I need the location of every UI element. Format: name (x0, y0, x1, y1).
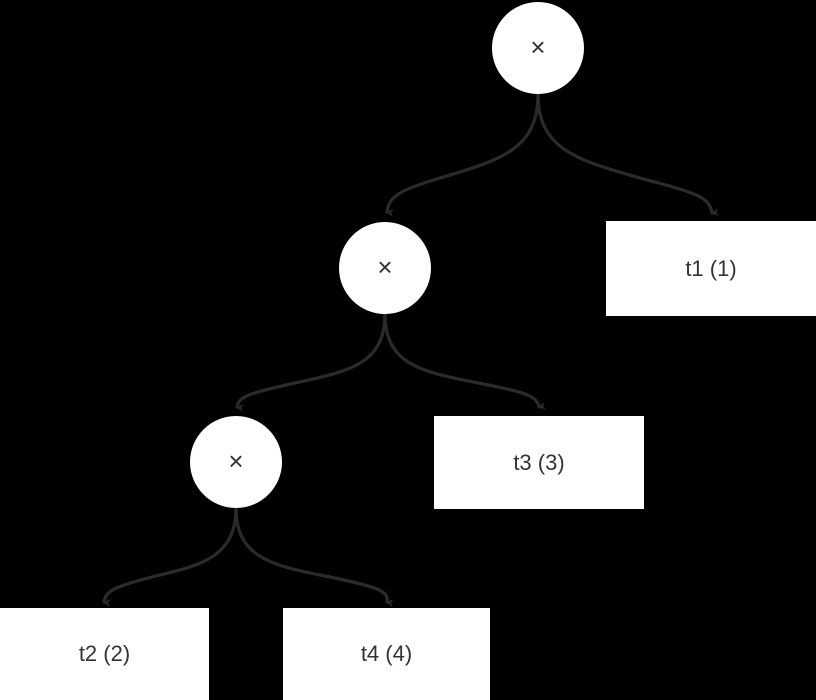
edge-level3-to-t2 (102, 506, 238, 607)
node-leaf-t2[interactable]: t2 (2) (0, 608, 209, 700)
edge-root-to-level2 (385, 92, 540, 217)
node-op-level3[interactable]: × (190, 416, 282, 508)
node-leaf-t3[interactable]: t3 (3) (434, 416, 644, 509)
multiply-icon: × (530, 32, 546, 62)
node-leaf-t4-label: t4 (4) (360, 641, 413, 666)
node-leaf-t3-label: t3 (3) (513, 449, 565, 475)
node-leaf-t1[interactable]: t1 (1) (606, 221, 816, 316)
edge-level2-to-level3 (235, 312, 387, 412)
multiply-icon: × (377, 252, 393, 282)
node-op-level2[interactable]: × (339, 222, 431, 314)
edge-root-to-t1 (536, 92, 719, 217)
node-leaf-t4[interactable]: t4 (4) (283, 608, 490, 700)
edge-level2-to-t3 (383, 312, 546, 410)
node-leaf-t2-label: t2 (2) (78, 641, 131, 666)
node-op-root[interactable]: × (492, 2, 584, 94)
node-leaf-t1-label: t1 (1) (685, 255, 737, 281)
multiply-icon: × (228, 446, 244, 476)
edge-level3-to-t4 (234, 506, 394, 607)
